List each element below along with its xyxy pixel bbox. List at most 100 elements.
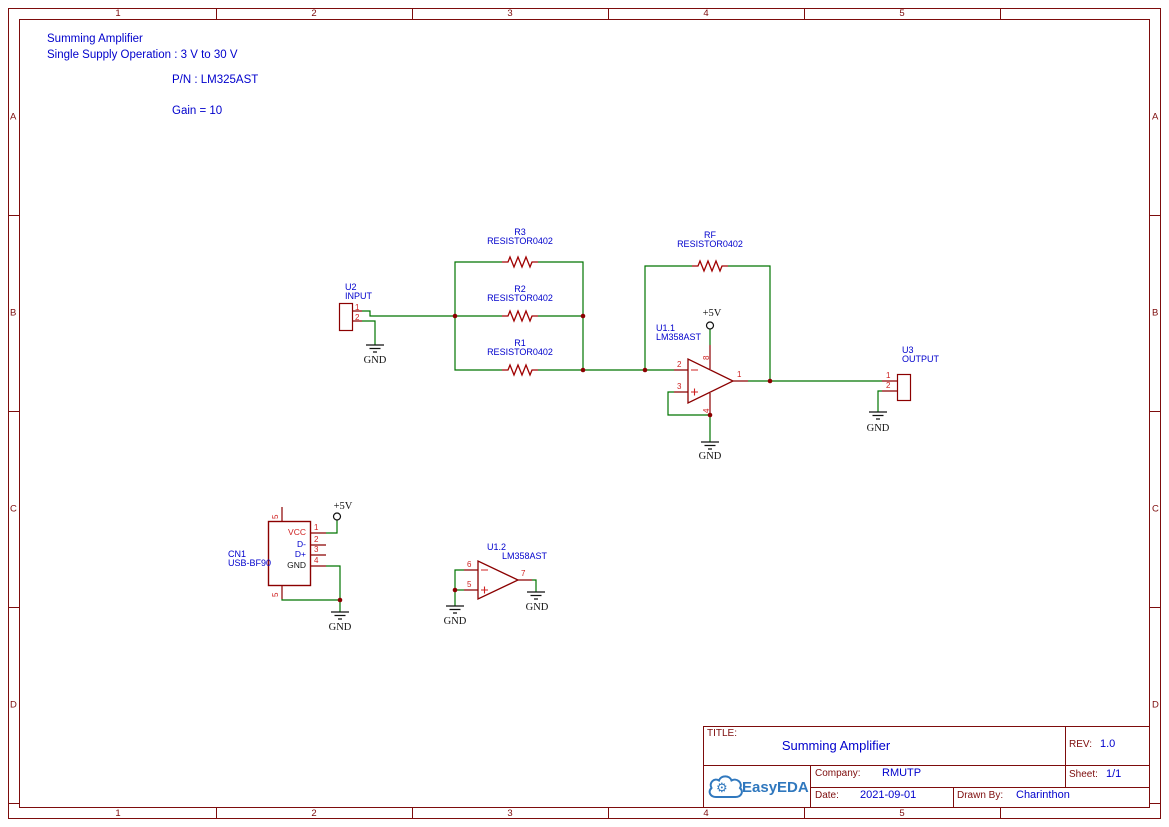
opamp-u1-1-symbol[interactable] [674, 345, 748, 413]
wire-rf-left[interactable] [644, 265, 692, 370]
wire-u2-gnd[interactable] [362, 320, 376, 345]
cn1-pin-name-vcc: VCC [288, 527, 306, 537]
frame-col-label: 1 [115, 808, 121, 819]
wire-u3-gnd[interactable] [877, 390, 882, 412]
easyeda-gear-icon: ⚙ [716, 780, 728, 795]
gnd-symbol-cn1 [331, 611, 349, 620]
vcc-label-opamp: +5V [702, 308, 722, 319]
frame-col-label: 2 [311, 808, 317, 819]
wire-cn1-shield[interactable] [281, 599, 340, 601]
u2-ref: U2 [345, 282, 357, 292]
r3-ref: R3 [514, 227, 526, 237]
drawn-by-label: Drawn By: [957, 790, 1004, 801]
connector-u2-symbol[interactable] [338, 302, 363, 332]
frame-row-label: B [10, 307, 17, 319]
gnd-label-cn1: GND [328, 622, 352, 633]
cn1-pin4-number: 4 [314, 556, 319, 565]
frame-row-label: D [1152, 699, 1159, 711]
gnd-symbols[interactable] [331, 344, 887, 620]
gnd-symbol-u12-out [527, 591, 545, 600]
wire-cn1-gnd[interactable] [326, 565, 341, 612]
frame-col-label: 3 [507, 808, 513, 819]
wire-input-bus[interactable] [362, 310, 502, 317]
frame-row-label: A [1152, 111, 1159, 123]
frame-col-label: 5 [899, 8, 905, 19]
company-value: RMUTP [882, 767, 922, 779]
frame-row-label: A [10, 111, 17, 123]
opamp-u1-2-polarity-marks [481, 569, 488, 594]
vcc-flag-opamp [705, 321, 715, 330]
gnd-label-u12-out: GND [525, 602, 549, 613]
frame-row-label: C [10, 503, 17, 515]
wire-u12-pin6[interactable] [454, 569, 464, 606]
sheet-label: Sheet: [1069, 769, 1098, 780]
u3-pin1-number: 1 [886, 371, 891, 380]
date-value: 2021-09-01 [860, 789, 917, 801]
frame-row-label: C [1152, 503, 1159, 515]
wires[interactable] [281, 261, 882, 612]
cn1-ref: CN1 [228, 549, 247, 559]
rf-value: RESISTOR0402 [677, 239, 743, 249]
wire-rf-right[interactable] [728, 265, 771, 381]
frame-col-label: 3 [507, 8, 513, 19]
r2-ref: R2 [514, 284, 526, 294]
junction-dots [337, 313, 773, 603]
frame-col-label: 5 [899, 808, 905, 819]
sheet-border [8, 8, 1161, 819]
u2-value: INPUT [345, 291, 372, 301]
u3-pin2-number: 2 [886, 381, 891, 390]
resistor-r3-symbol[interactable] [502, 255, 538, 269]
u1-2-pin7-number: 7 [521, 569, 526, 578]
power-flag-5v-symbols[interactable] [332, 321, 715, 521]
u1-1-pin4-number: 4 [702, 408, 711, 413]
cn1-value: USB-BF90 [228, 558, 272, 568]
title-block-divider [810, 765, 811, 808]
u1-1-pin2-number: 2 [677, 360, 682, 369]
gnd-label-opamp: GND [698, 451, 722, 462]
cn1-pin-name-gnd: GND [287, 560, 306, 570]
note-supply: Single Supply Operation : 3 V to 30 V [47, 49, 238, 61]
u2-pin1-number: 1 [355, 303, 360, 312]
resistor-r2-symbol[interactable] [502, 309, 538, 323]
title-block-divider [1065, 726, 1066, 787]
connector-u3-symbol[interactable] [882, 373, 912, 402]
rf-ref: RF [704, 230, 716, 240]
cn1-pin1-number: 1 [314, 523, 319, 532]
title-block [703, 726, 1150, 808]
rev-label: REV: [1069, 739, 1092, 750]
wire-u12-out[interactable] [532, 579, 537, 592]
u3-ref: U3 [902, 345, 914, 355]
title-value: Summing Amplifier [781, 738, 891, 753]
title-block-divider [703, 765, 1150, 766]
frame-col-label: 4 [703, 808, 709, 819]
u1-2-pin5-number: 5 [467, 580, 472, 589]
r1-ref: R1 [514, 338, 526, 348]
vcc-label-cn1: +5V [333, 501, 353, 512]
u2-pin2-number: 2 [355, 313, 360, 322]
r2-value: RESISTOR0402 [487, 293, 553, 303]
usb-connector-cn1-symbol[interactable] [267, 507, 327, 599]
wire-cn1-vcc[interactable] [326, 520, 338, 534]
gnd-label-u12-in: GND [443, 616, 467, 627]
note-part-number: P/N : LM325AST [172, 74, 259, 86]
frame-ticks [8, 8, 1161, 819]
frame-col-label: 1 [115, 8, 121, 19]
drawn-by-value: Charinthon [1016, 789, 1070, 801]
wire-noninv-loop[interactable] [667, 391, 710, 416]
resistors[interactable] [502, 255, 728, 377]
opamp-u1-2-symbol[interactable] [464, 559, 532, 601]
frame-row-label: D [10, 699, 17, 711]
title-block-divider [810, 787, 1150, 788]
opamp-u1-1-polarity-marks [691, 369, 698, 396]
u1-1-pin1-number: 1 [737, 370, 742, 379]
easyeda-cloud-icon [708, 775, 743, 798]
cn1-pin2-number: 2 [314, 535, 319, 544]
frame-col-label: 4 [703, 8, 709, 19]
resistor-rf-symbol[interactable] [692, 259, 728, 273]
frame-col-label: 2 [311, 8, 317, 19]
u3-value: OUTPUT [902, 354, 939, 364]
resistor-r1-symbol[interactable] [502, 363, 538, 377]
cn1-shield-pin-number: 5 [271, 592, 280, 597]
company-label: Company: [815, 768, 861, 779]
